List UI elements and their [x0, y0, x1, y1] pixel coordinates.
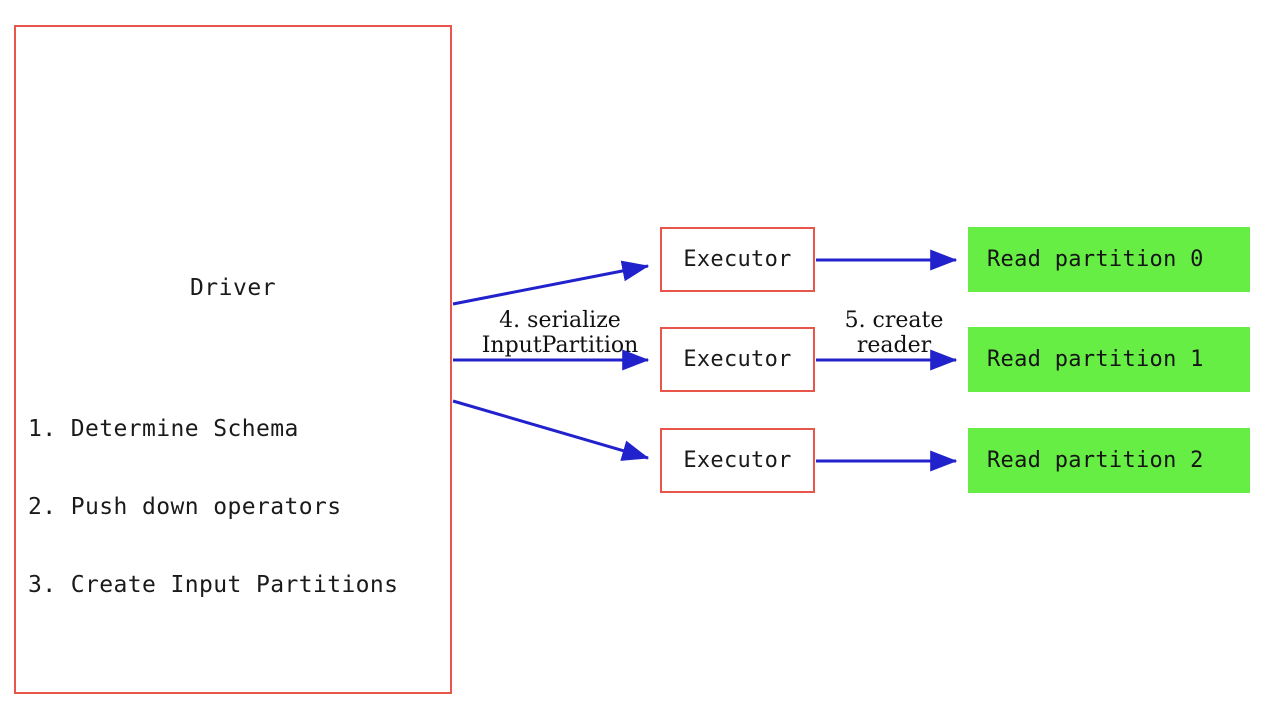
read-partition-box-0: Read partition 0 — [968, 227, 1250, 292]
driver-step-1: 1. Determine Schema — [28, 416, 299, 442]
read-partition-box-1: Read partition 1 — [968, 327, 1250, 392]
driver-step-2: 2. Push down operators — [28, 494, 342, 520]
driver-steps-list: 1. Determine Schema 2. Push down operato… — [28, 364, 398, 650]
driver-step-3: 3. Create Input Partitions — [28, 572, 399, 598]
read-partition-label-1: Read partition 1 — [987, 347, 1204, 372]
arrow-label-create-reader-line2: reader — [856, 333, 932, 358]
executor-label-1: Executor — [683, 347, 792, 372]
driver-box — [14, 25, 452, 694]
arrow-driver-to-executor-0 — [452, 260, 650, 306]
executor-label-2: Executor — [683, 448, 792, 473]
arrow-driver-to-executor-2 — [452, 399, 650, 461]
read-partition-box-2: Read partition 2 — [968, 428, 1250, 493]
arrow-label-serialize: 4. serialize InputPartition — [460, 308, 660, 358]
driver-title: Driver — [189, 275, 277, 301]
read-partition-label-0: Read partition 0 — [987, 247, 1204, 272]
read-partition-label-2: Read partition 2 — [987, 448, 1204, 473]
arrow-label-create-reader-line1: 5. create — [844, 308, 944, 333]
arrow-label-serialize-line1: 4. serialize — [499, 308, 621, 333]
executor-label-0: Executor — [683, 247, 792, 272]
arrow-label-create-reader: 5. create reader — [828, 308, 960, 358]
arrow-label-serialize-line2: InputPartition — [481, 333, 639, 358]
executor-box-2: Executor — [660, 428, 815, 493]
executor-box-1: Executor — [660, 327, 815, 392]
executor-box-0: Executor — [660, 227, 815, 292]
